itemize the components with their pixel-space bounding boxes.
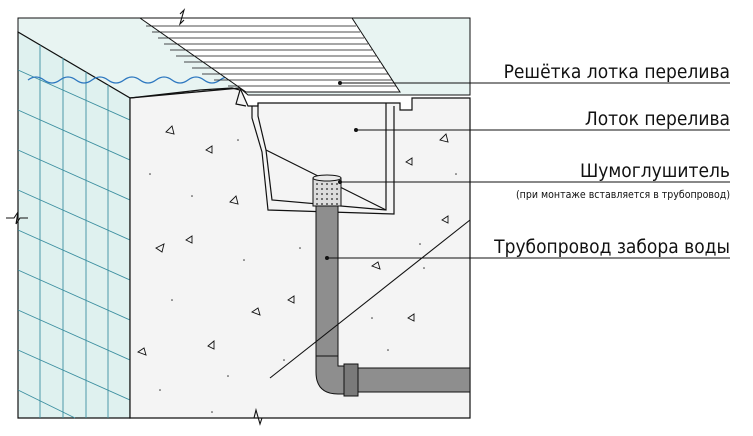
- concrete-dots: [149, 139, 457, 413]
- break-marks: [6, 8, 471, 426]
- concrete-body: [129, 87, 471, 419]
- label-silencer: Шумоглушитель: [580, 160, 730, 182]
- coping-edge: [129, 87, 247, 107]
- label-tray: Лоток перелива: [585, 108, 730, 130]
- pool-tile-grid: [17, 45, 131, 419]
- pool-wall: [17, 30, 131, 419]
- leader-lines: [327, 82, 730, 259]
- intake-pipe: [315, 205, 471, 397]
- label-silencer-note: (при монтаже вставляется в трубопровод): [516, 189, 730, 201]
- concrete-aggregate: [137, 125, 449, 356]
- silencer: [312, 174, 342, 207]
- water-wave: [27, 76, 237, 84]
- leader-dots: [325, 81, 358, 260]
- gutter-grate: [138, 17, 401, 93]
- label-pipe: Трубопровод забора воды: [493, 236, 730, 258]
- label-grate: Решётка лотка перелива: [504, 61, 730, 83]
